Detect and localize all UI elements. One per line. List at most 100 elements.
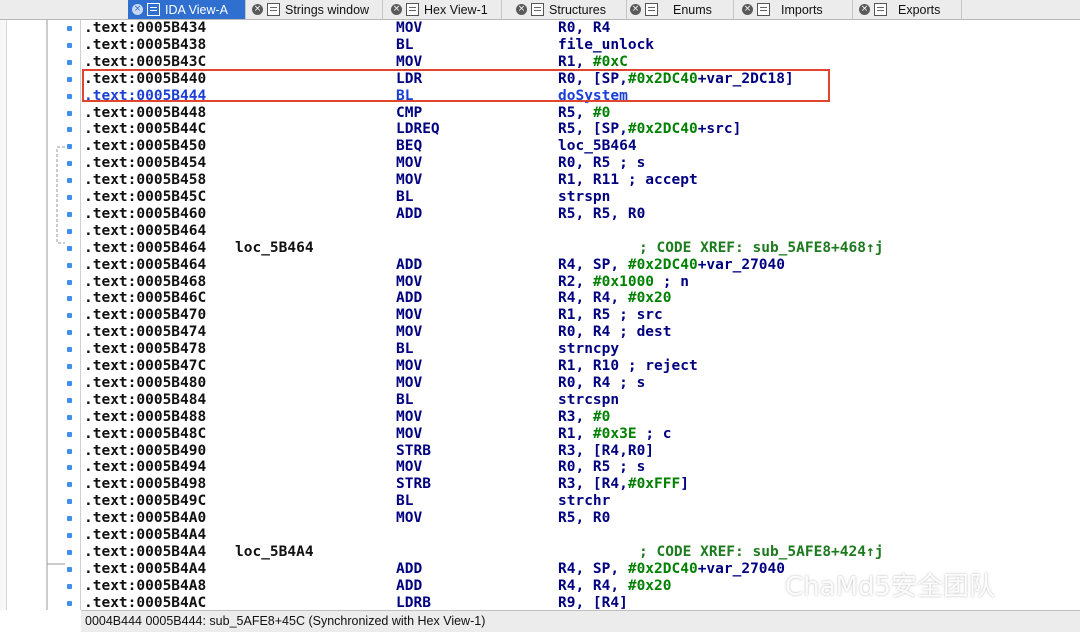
- mnemonic[interactable]: STRB: [396, 442, 431, 459]
- mnemonic[interactable]: MOV: [396, 510, 423, 527]
- mnemonic[interactable]: MOV: [396, 358, 423, 374]
- mnemonic[interactable]: BL: [396, 36, 414, 53]
- address[interactable]: .text:0005B4A0: [84, 510, 207, 527]
- breakpoint-dot-icon[interactable]: [67, 144, 72, 150]
- breakpoint-dot-icon[interactable]: [67, 516, 72, 522]
- address[interactable]: .text:0005B4AC: [84, 594, 207, 610]
- operands[interactable]: R2, #0x1000 ; n: [558, 273, 689, 290]
- operands[interactable]: R5, R5, R0: [558, 205, 646, 222]
- mnemonic[interactable]: LDREQ: [396, 121, 440, 138]
- mnemonic[interactable]: ADD: [396, 577, 423, 594]
- close-icon[interactable]: ×: [630, 4, 641, 15]
- breakpoint-dot-icon[interactable]: [67, 296, 72, 302]
- breakpoint-dot-icon[interactable]: [67, 110, 72, 116]
- address[interactable]: .text:0005B448: [84, 104, 207, 121]
- tab-imports[interactable]: × Imports: [738, 0, 853, 19]
- operands[interactable]: R4, R4, #0x20: [558, 290, 672, 307]
- breakpoint-dot-icon[interactable]: [67, 380, 72, 386]
- breakpoint-dot-icon[interactable]: [67, 549, 72, 555]
- breakpoint-dot-icon[interactable]: [67, 583, 72, 589]
- xref-comment[interactable]: ; CODE XREF: sub_5AFE8+468↑j: [639, 239, 884, 256]
- address[interactable]: .text:0005B44C: [84, 121, 207, 138]
- tab-enums[interactable]: × Enums: [626, 0, 734, 19]
- mnemonic[interactable]: MOV: [396, 172, 423, 189]
- address[interactable]: .text:0005B498: [84, 476, 207, 493]
- address[interactable]: .text:0005B478: [84, 341, 207, 358]
- breakpoint-dot-icon[interactable]: [67, 431, 72, 437]
- breakpoint-dot-icon[interactable]: [67, 330, 72, 336]
- mnemonic[interactable]: BL: [396, 87, 414, 104]
- close-icon[interactable]: ×: [742, 4, 753, 15]
- address[interactable]: .text:0005B474: [84, 324, 207, 341]
- breakpoint-dot-icon[interactable]: [67, 262, 72, 268]
- operands[interactable]: R0, [SP,#0x2DC40+var_2DC18]: [558, 70, 794, 87]
- breakpoint-dot-icon[interactable]: [67, 211, 72, 217]
- mnemonic[interactable]: BL: [396, 189, 414, 205]
- breakpoint-dot-icon[interactable]: [67, 397, 72, 403]
- operands[interactable]: R5, #0: [558, 104, 611, 121]
- operands[interactable]: R3, [R4,R0]: [558, 442, 655, 459]
- address[interactable]: .text:0005B464: [84, 256, 207, 273]
- tab-hex-view-1[interactable]: × Hex View-1: [387, 0, 502, 19]
- operands[interactable]: R0, R5 ; s: [558, 155, 646, 172]
- operands[interactable]: R0, R5 ; s: [558, 459, 646, 476]
- mnemonic[interactable]: MOV: [396, 425, 423, 442]
- mnemonic[interactable]: CMP: [396, 104, 423, 121]
- operands[interactable]: R0, R4 ; dest: [558, 324, 672, 341]
- address[interactable]: .text:0005B488: [84, 408, 207, 425]
- address[interactable]: .text:0005B4A8: [84, 577, 207, 594]
- address[interactable]: .text:0005B444: [84, 87, 207, 104]
- operands[interactable]: doSystem: [558, 87, 628, 104]
- address[interactable]: .text:0005B49C: [84, 493, 207, 510]
- mnemonic[interactable]: MOV: [396, 408, 423, 425]
- operands[interactable]: strchr: [558, 493, 611, 510]
- mnemonic[interactable]: MOV: [396, 273, 423, 290]
- mnemonic[interactable]: LDRB: [396, 594, 431, 610]
- mnemonic[interactable]: ADD: [396, 290, 423, 307]
- operands[interactable]: R9, [R4]: [558, 594, 628, 610]
- operands[interactable]: strncpy: [558, 341, 620, 358]
- address[interactable]: .text:0005B468: [84, 273, 207, 290]
- mnemonic[interactable]: BEQ: [396, 138, 423, 155]
- breakpoint-dot-icon[interactable]: [67, 448, 72, 454]
- operands[interactable]: loc_5B464: [558, 138, 637, 155]
- operands[interactable]: R5, R0: [558, 510, 611, 527]
- breakpoint-dot-icon[interactable]: [67, 566, 72, 572]
- address[interactable]: .text:0005B480: [84, 374, 207, 391]
- breakpoint-dot-icon[interactable]: [67, 279, 72, 285]
- address[interactable]: .text:0005B46C: [84, 290, 207, 307]
- breakpoint-dot-icon[interactable]: [67, 347, 72, 353]
- address[interactable]: .text:0005B450: [84, 138, 207, 155]
- breakpoint-dot-icon[interactable]: [67, 93, 72, 99]
- operands[interactable]: R0, R4: [558, 20, 611, 36]
- breakpoint-dot-icon[interactable]: [67, 600, 72, 606]
- breakpoint-dot-icon[interactable]: [67, 76, 72, 82]
- operands[interactable]: R0, R4 ; s: [558, 374, 646, 391]
- breakpoint-dot-icon[interactable]: [67, 499, 72, 505]
- operands[interactable]: file_unlock: [558, 36, 655, 53]
- address[interactable]: .text:0005B4A4: [84, 527, 207, 543]
- address[interactable]: .text:0005B470: [84, 307, 207, 324]
- address[interactable]: .text:0005B438: [84, 36, 207, 53]
- operands[interactable]: strcspn: [558, 391, 620, 408]
- address[interactable]: .text:0005B464: [84, 239, 207, 256]
- mnemonic[interactable]: BL: [396, 493, 414, 510]
- breakpoint-dot-icon[interactable]: [67, 482, 72, 488]
- operands[interactable]: R1, #0xC: [558, 53, 628, 70]
- mnemonic[interactable]: BL: [396, 341, 414, 358]
- mnemonic[interactable]: MOV: [396, 155, 423, 172]
- operands[interactable]: R4, SP, #0x2DC40+var_27040: [558, 256, 785, 273]
- close-icon[interactable]: ×: [391, 4, 402, 15]
- breakpoint-dot-icon[interactable]: [67, 228, 72, 234]
- breakpoint-dot-icon[interactable]: [67, 245, 72, 251]
- breakpoint-dot-icon[interactable]: [67, 178, 72, 184]
- close-icon[interactable]: ×: [132, 4, 143, 15]
- operands[interactable]: R3, [R4,#0xFFF]: [558, 476, 689, 493]
- operands[interactable]: R3, #0: [558, 408, 611, 425]
- address[interactable]: .text:0005B494: [84, 459, 207, 476]
- breakpoint-dot-icon[interactable]: [67, 42, 72, 48]
- close-icon[interactable]: ×: [516, 4, 527, 15]
- code-label[interactable]: loc_5B4A4: [235, 543, 314, 560]
- mnemonic[interactable]: BL: [396, 391, 414, 408]
- mnemonic[interactable]: MOV: [396, 307, 423, 324]
